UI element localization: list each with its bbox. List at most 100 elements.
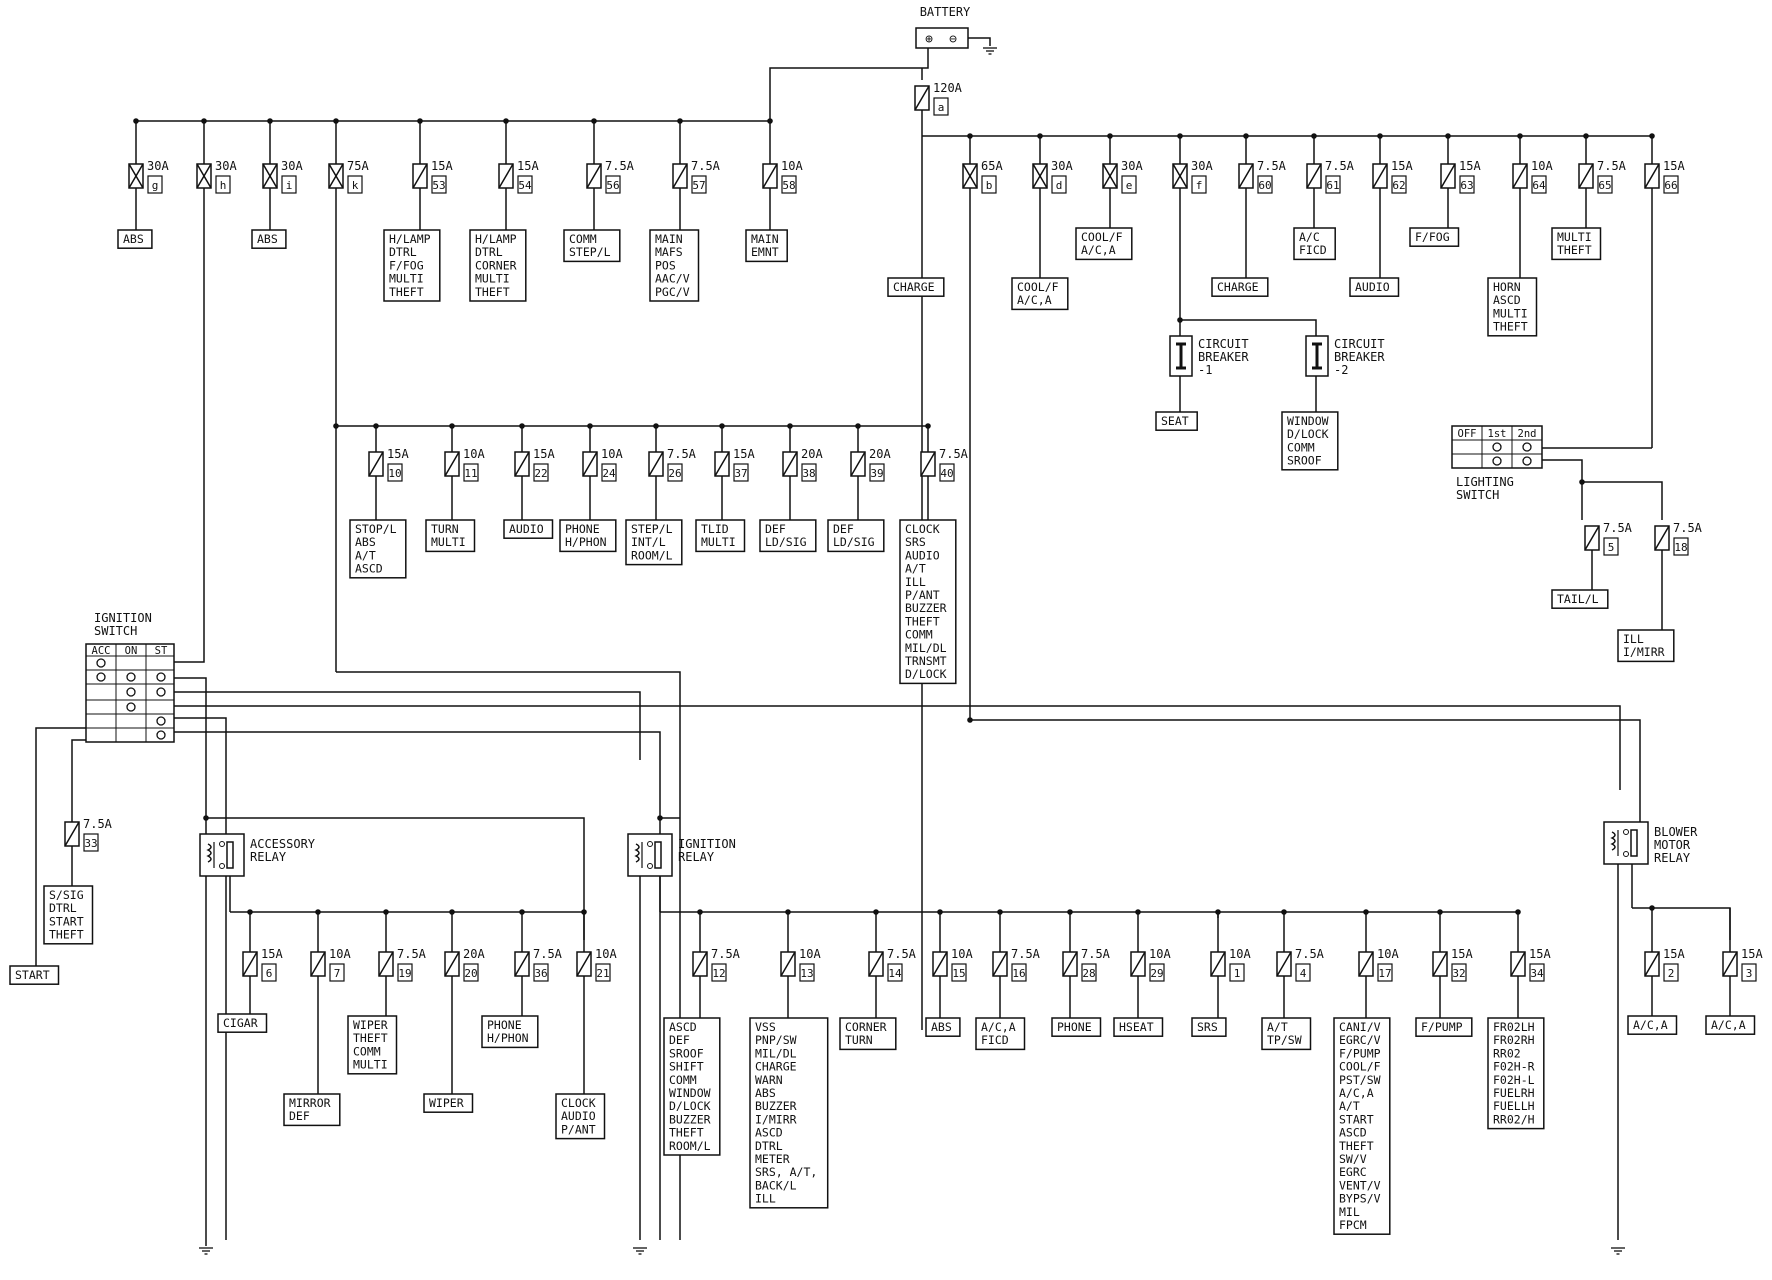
battery-icon [915, 27, 969, 49]
fuse-id: h [220, 179, 227, 192]
fuse-28[interactable]: 7.5A 28 [1062, 947, 1111, 982]
load-label: DEF [833, 522, 854, 536]
load-label: H/LAMP [475, 232, 517, 246]
fuse-rating: 7.5A [1011, 947, 1041, 961]
fuse-id: 62 [1392, 179, 1405, 192]
junction-dot [653, 423, 659, 429]
load-box: CANI/VEGRC/VF/PUMPCOOL/FPST/SWA/C,AA/TST… [1333, 1017, 1391, 1235]
fuse-rating: 7.5A [939, 447, 969, 461]
load-label: START [49, 914, 84, 928]
load-label: MULTI [1557, 230, 1592, 244]
fuse-id-frame [397, 963, 413, 982]
load-label: DTRL [475, 245, 503, 259]
junction-dot [787, 423, 793, 429]
fuse-id: i [286, 179, 293, 192]
load-label: CHARGE [893, 280, 935, 294]
load-label: MIL [1339, 1205, 1360, 1219]
relay-icon [1603, 821, 1649, 865]
fuse-id-frame [281, 175, 297, 194]
load-label: TLID [701, 522, 729, 536]
fuse-rating: 7.5A [1081, 947, 1111, 961]
load-label: VENT/V [1339, 1178, 1381, 1192]
fuse-5[interactable]: 7.5A5 [1584, 521, 1633, 556]
load-label: METER [755, 1152, 790, 1166]
fuse-4[interactable]: 7.5A4 [1276, 947, 1325, 982]
load-box: WIPER [423, 1093, 474, 1113]
fuse-id-frame [781, 175, 797, 194]
fuse-id-frame [595, 963, 611, 982]
load-label: COMM [569, 232, 597, 246]
fuse-id-frame [215, 175, 231, 194]
load-box: ABS [117, 229, 153, 249]
breaker-label: -2 [1334, 363, 1348, 377]
fuse-id: 21 [596, 967, 609, 980]
load-label: A/C [1299, 230, 1320, 244]
fuse-id: 28 [1082, 967, 1095, 980]
load-label: ABS [755, 1086, 776, 1100]
fuse-id: 36 [534, 967, 547, 980]
load-label: HSEAT [1119, 1020, 1154, 1034]
